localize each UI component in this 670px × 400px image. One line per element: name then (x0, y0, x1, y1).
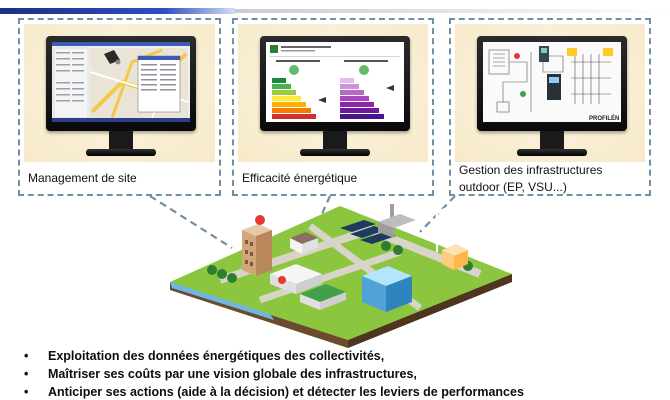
bullet-marker: • (24, 385, 29, 399)
panel-outdoor-infrastructure: PROFILÉN Gestion des infrastructures out… (449, 18, 651, 196)
monitor-neck (540, 131, 564, 149)
smart-city-illustration (150, 190, 530, 350)
bullet-marker: • (24, 349, 29, 363)
bullet-text: Exploitation des données énergétiques de… (48, 349, 385, 363)
monitor-stand (86, 149, 156, 156)
infrastructure-schematic-screenshot: PROFILÉN (483, 42, 621, 122)
panel-energy-efficiency: Efficacité énergétique (232, 18, 434, 196)
panel-caption: Efficacité énergétique (242, 170, 357, 187)
header-grey-stripe (235, 9, 670, 13)
energy-label-screenshot (266, 42, 404, 122)
monitor (46, 36, 196, 162)
bullet-text: Anticiper ses actions (aide à la décisio… (48, 385, 524, 399)
monitor: PROFILÉN (477, 36, 627, 162)
bullet-item: • Anticiper ses actions (aide à la décisi… (22, 383, 662, 400)
caption-line: outdoor (EP, VSU...) (459, 180, 567, 194)
caption-line: Gestion des infrastructures (459, 163, 603, 177)
caption-line: Management de site (28, 171, 137, 185)
monitor-neck (323, 131, 347, 149)
bullet-item: • Exploitation des données énergétiques d… (22, 347, 662, 365)
caption-line: Efficacité énergétique (242, 171, 358, 185)
panel-site-management: Management de site (18, 18, 221, 196)
bullet-item: • Maîtriser ses coûts par une vision glob… (22, 365, 662, 383)
monitor-neck (109, 131, 133, 149)
brand-label: PROFILÉN (589, 114, 619, 122)
bullet-marker: • (24, 367, 29, 381)
panel-caption: Management de site (28, 170, 137, 187)
monitor (260, 36, 410, 162)
site-map-screenshot (52, 42, 190, 122)
header-blue-stripe (0, 8, 235, 14)
monitor-stand (300, 149, 370, 156)
bullet-text: Maîtriser ses coûts par une vision globa… (48, 367, 417, 381)
panel-caption: Gestion des infrastructures outdoor (EP,… (459, 162, 602, 196)
monitor-stand (517, 149, 587, 156)
header-decoration (0, 0, 670, 16)
bullet-list: • Exploitation des données énergétiques d… (22, 347, 662, 400)
